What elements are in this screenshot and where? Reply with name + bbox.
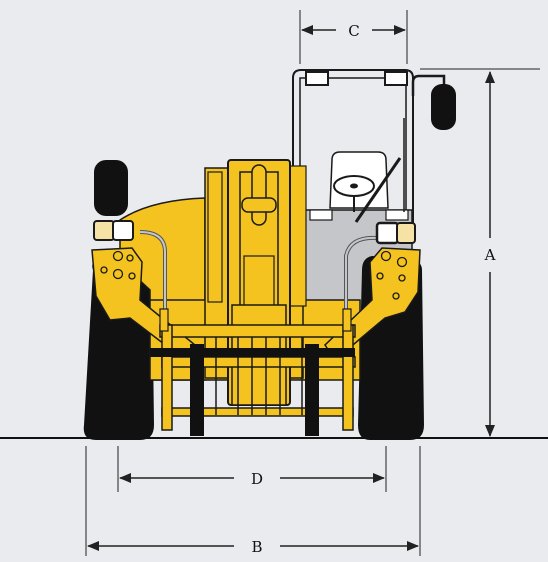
left-headlights: [93, 220, 134, 241]
dimension-b: B: [85, 446, 421, 556]
dimension-b-label: B: [251, 538, 262, 556]
mirror-arm: [411, 74, 446, 96]
right-fork: [305, 344, 319, 436]
dimension-d-label: D: [251, 470, 263, 488]
hydraulic-hoses: [139, 230, 379, 320]
dimension-c: C: [299, 10, 408, 64]
cab-light-left: [305, 71, 329, 86]
dimension-a-label: A: [484, 246, 496, 264]
dimension-c-label: C: [348, 22, 359, 40]
left-mirror: [94, 160, 128, 216]
dimension-a: A: [420, 68, 540, 437]
wiper-arm: [354, 157, 402, 223]
fork-carriage: [150, 308, 356, 431]
side-mirror: [431, 84, 456, 130]
right-headlights: [375, 221, 416, 245]
cab-light-right: [384, 71, 408, 86]
dimension-d: D: [117, 446, 387, 492]
left-fork: [190, 344, 204, 436]
